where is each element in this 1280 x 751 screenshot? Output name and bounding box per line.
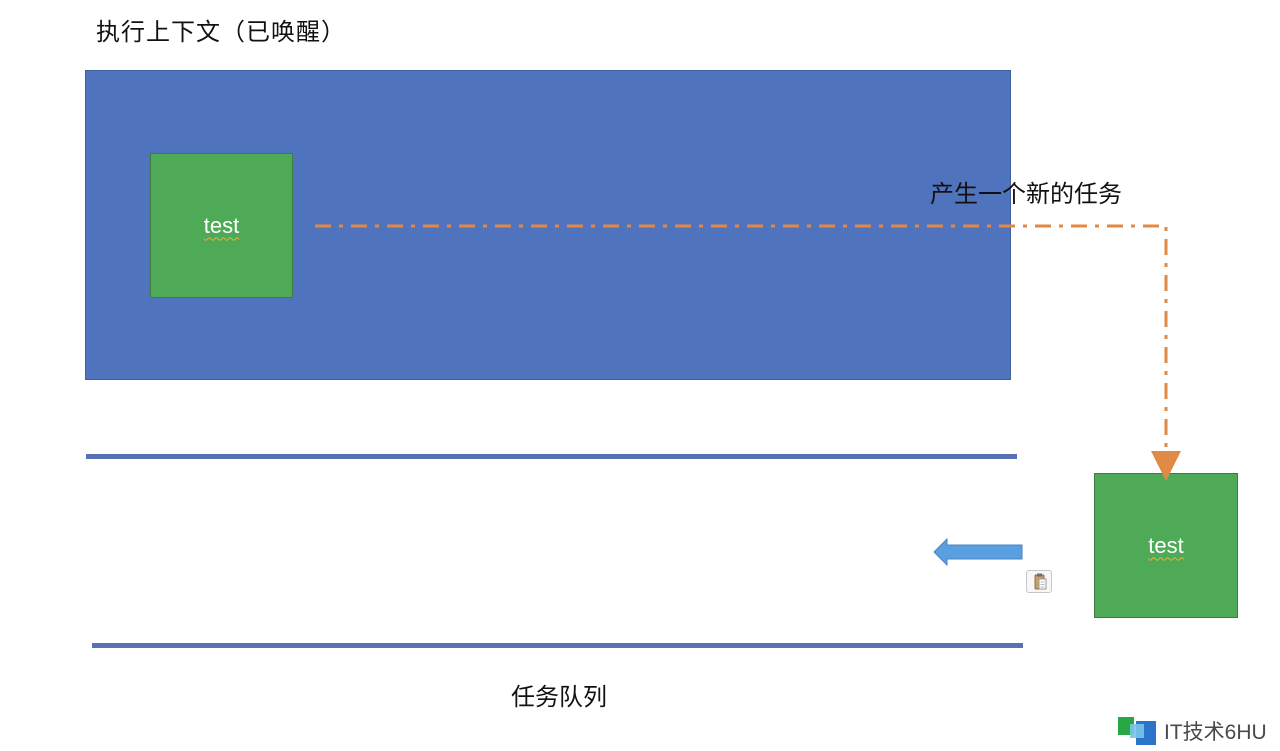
new-task-test-box: test [1094,473,1238,618]
page-title: 执行上下文（已唤醒） [96,18,346,46]
context-test-label: test [203,212,240,238]
new-task-label: 产生一个新的任务 [930,180,1122,208]
watermark-logo: IT技术6HU [1118,716,1267,746]
context-test-box: test [150,153,293,298]
logo-icon [1118,717,1156,745]
watermark-text: IT技术6HU [1164,721,1267,744]
queue-top-line [86,454,1017,459]
left-arrow-icon [933,537,1023,567]
task-queue-label: 任务队列 [511,683,607,711]
queue-bottom-line [92,643,1023,648]
new-task-test-label: test [1148,532,1184,558]
paste-options-icon[interactable] [1026,570,1052,593]
